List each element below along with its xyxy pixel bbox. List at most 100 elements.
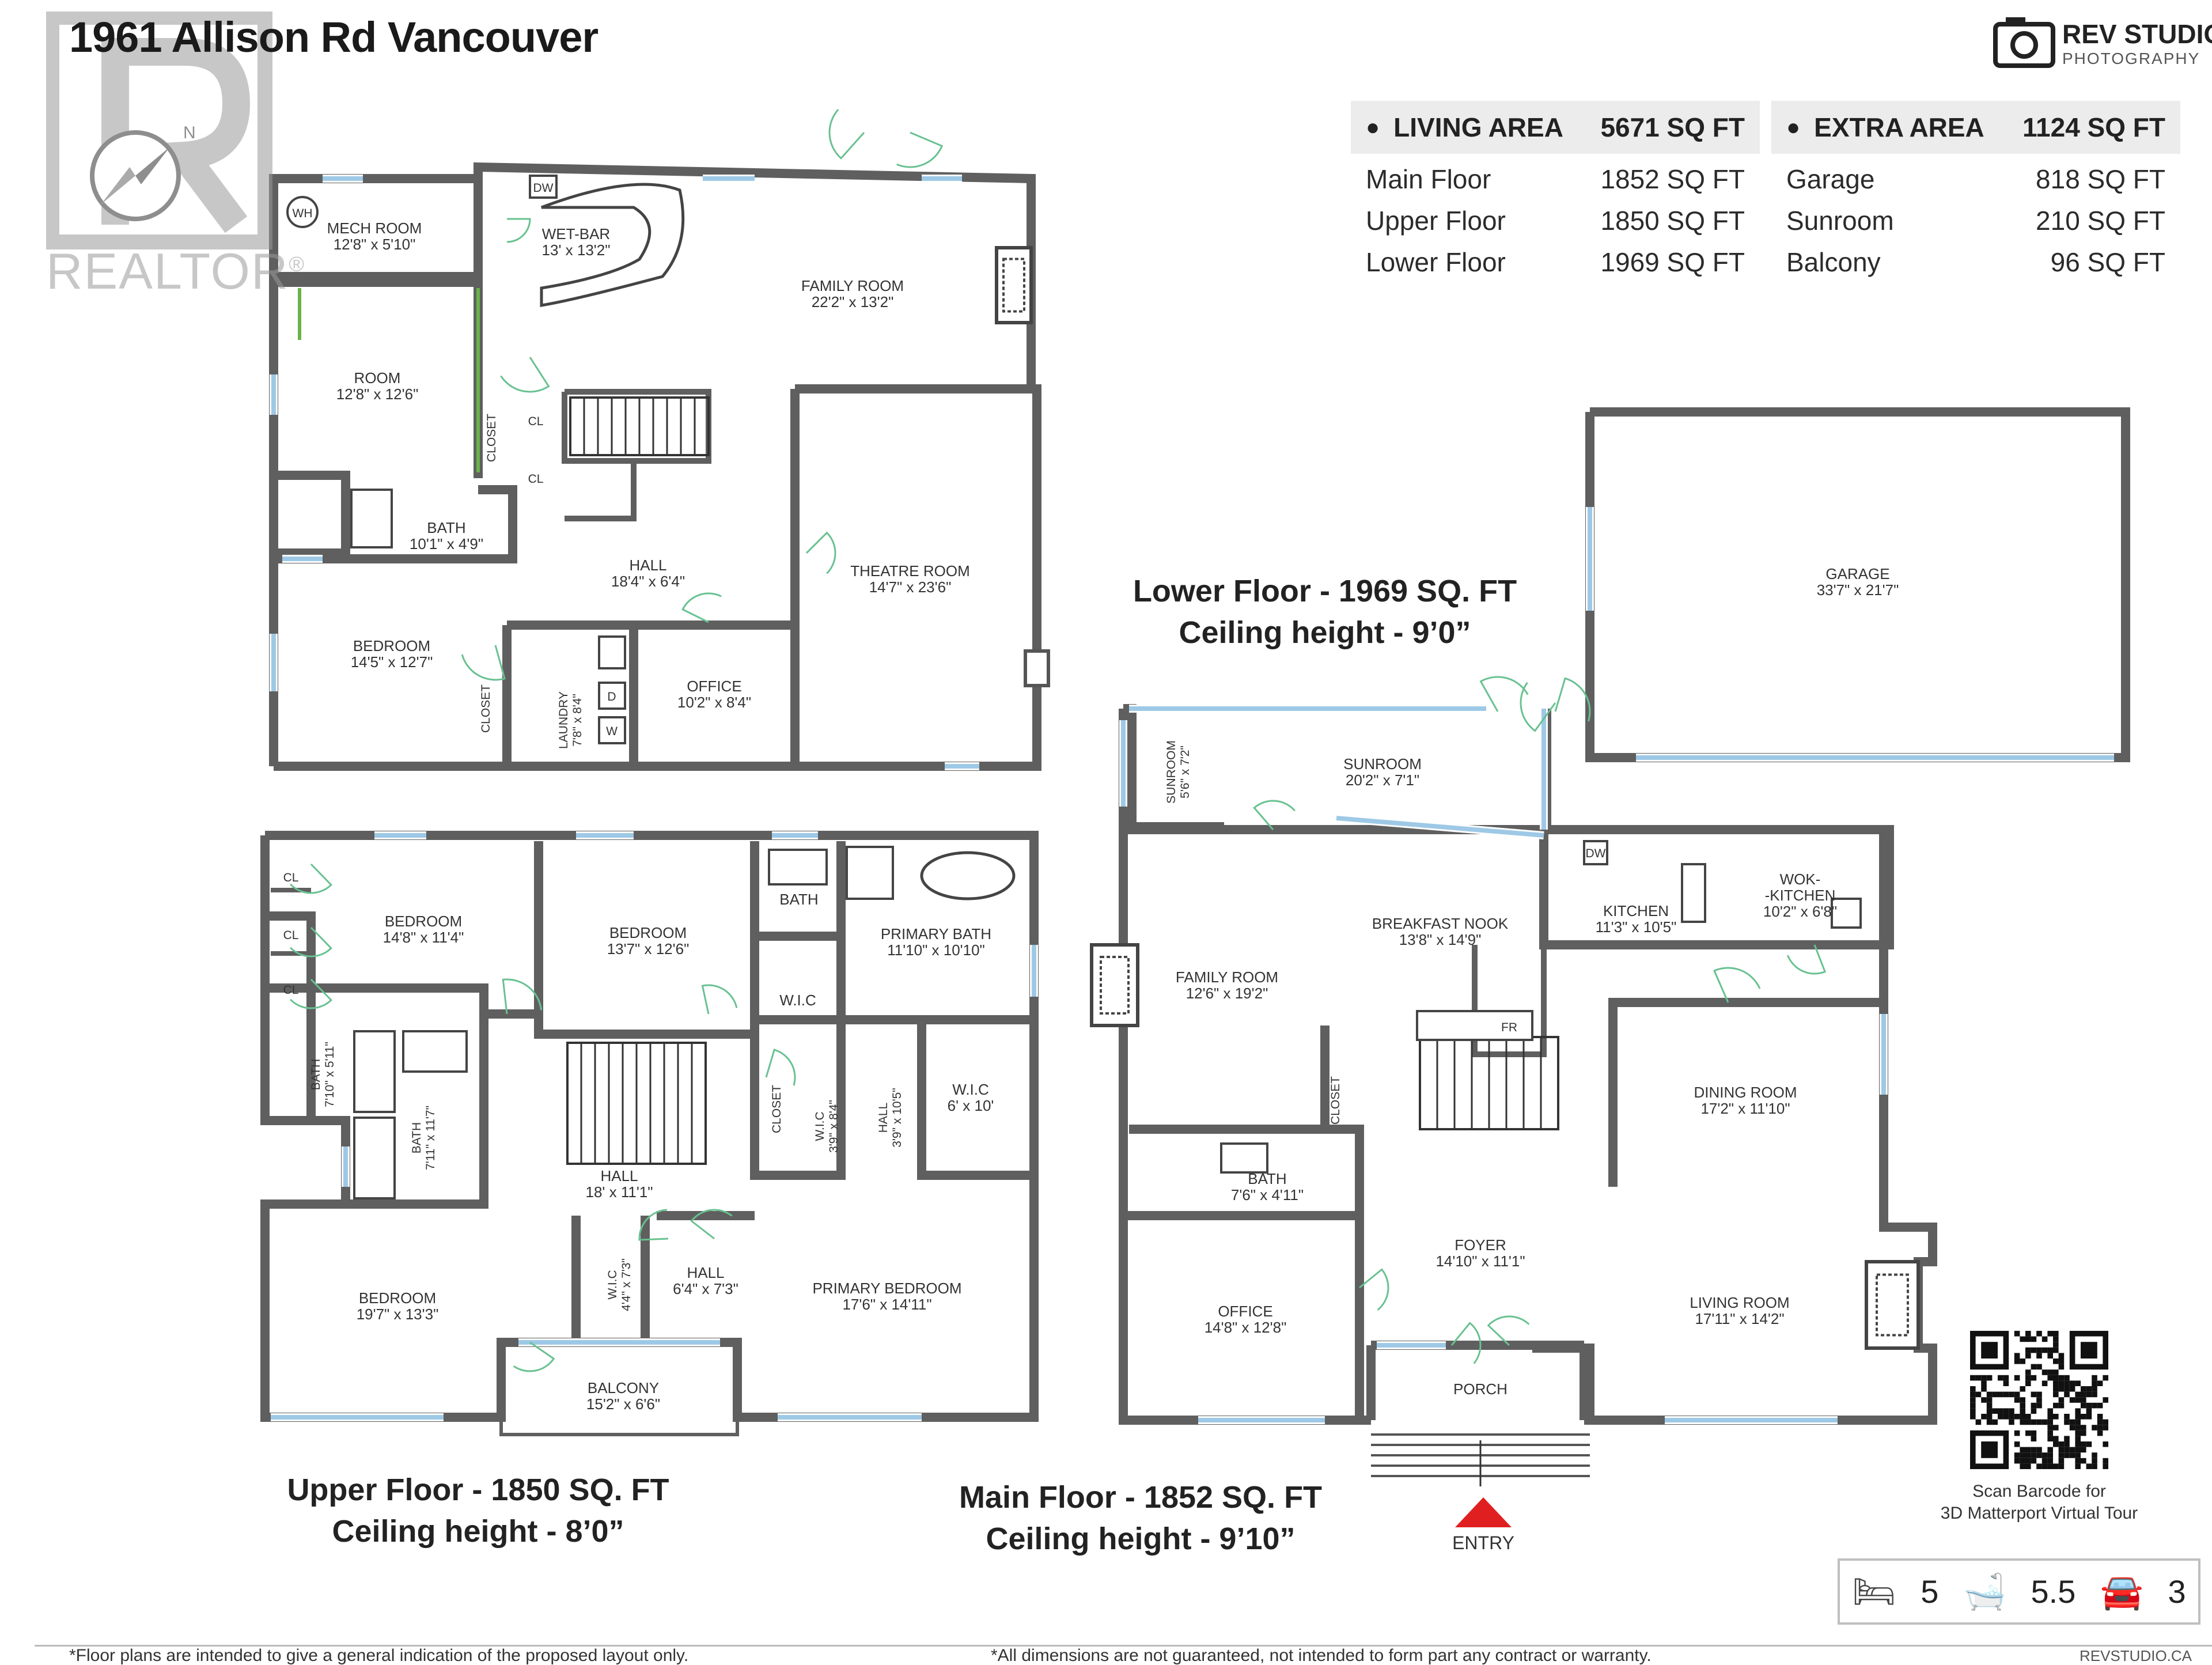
room-name: W.I.C bbox=[813, 1111, 827, 1141]
room-name: PORCH bbox=[1453, 1380, 1508, 1398]
qr-module bbox=[2058, 1447, 2065, 1453]
room-dimensions: 18' x 11'1" bbox=[586, 1183, 653, 1201]
qr-module bbox=[2075, 1463, 2081, 1469]
qr-module bbox=[1975, 1375, 1982, 1381]
upper-floor-caption: Upper Floor - 1850 SQ. FT Ceiling height… bbox=[287, 1473, 669, 1549]
room-dimensions: 10'2" x 8'4" bbox=[677, 694, 751, 711]
room-label: W.I.C bbox=[779, 992, 816, 1009]
room-dimensions: 20'2" x 7'1" bbox=[1346, 771, 1419, 789]
qr-module bbox=[2014, 1414, 2020, 1420]
qr-module bbox=[2053, 1342, 2059, 1348]
door-swing bbox=[638, 1209, 669, 1241]
chimney bbox=[1024, 649, 1050, 687]
qr-module bbox=[2097, 1430, 2103, 1436]
qr-caption: Scan Barcode for 3D Matterport Virtual T… bbox=[1940, 1482, 2138, 1523]
room-label-vertical: BATH7'11" x 11'7" bbox=[410, 1106, 437, 1170]
qr-module bbox=[2081, 1447, 2086, 1453]
qr-module bbox=[2014, 1458, 2020, 1464]
room-name: PRIMARY BATH bbox=[881, 925, 991, 943]
footer-divider bbox=[35, 1645, 2212, 1647]
room-name: FOYER bbox=[1455, 1236, 1506, 1254]
qr-module bbox=[2031, 1419, 2037, 1425]
room-dimensions: 13'8" x 14'9" bbox=[1399, 931, 1482, 948]
bathtub-icon: 🛁 bbox=[1963, 1572, 2006, 1611]
door-swing bbox=[290, 926, 332, 958]
qr-module bbox=[2075, 1452, 2081, 1458]
qr-module bbox=[1998, 1414, 2003, 1420]
room-dimensions: 11'10" x 10'10" bbox=[887, 941, 985, 959]
qr-module bbox=[1986, 1408, 1993, 1414]
door-swing bbox=[502, 978, 543, 1015]
qr-module bbox=[2003, 1380, 2009, 1386]
qr-module bbox=[2103, 1375, 2108, 1381]
qr-module bbox=[2047, 1463, 2053, 1469]
qr-module bbox=[2041, 1347, 2048, 1353]
room-dimensions: 10'2" x 6'8" bbox=[1763, 903, 1837, 920]
door-swing bbox=[506, 218, 531, 243]
qr-module bbox=[1970, 1375, 1976, 1381]
qr-module bbox=[1970, 1386, 1976, 1392]
qr-module bbox=[2047, 1458, 2053, 1464]
qr-module bbox=[1981, 1375, 1987, 1381]
door-swing bbox=[828, 109, 865, 160]
door-swing bbox=[1520, 682, 1556, 732]
qr-module bbox=[2092, 1380, 2097, 1386]
door-swing bbox=[701, 984, 738, 1015]
room-name: BATH bbox=[1248, 1170, 1286, 1187]
door-swing bbox=[690, 1209, 733, 1240]
room-name: BATH bbox=[410, 1122, 423, 1153]
window bbox=[1336, 816, 1475, 832]
qr-module bbox=[2075, 1436, 2081, 1441]
sink bbox=[598, 635, 626, 669]
room-name: LIVING ROOM bbox=[1690, 1294, 1789, 1311]
wall bbox=[274, 471, 350, 558]
room-dimensions: 7'8" x 8'4" bbox=[571, 694, 584, 747]
qr-module bbox=[1981, 1342, 1998, 1359]
qr-module bbox=[1986, 1402, 1993, 1409]
wall bbox=[269, 162, 1041, 771]
bathtub bbox=[353, 1117, 396, 1199]
qr-module bbox=[2047, 1436, 2053, 1441]
room-dimensions: 5'6" x 7'2" bbox=[1179, 746, 1192, 799]
qr-module bbox=[2014, 1353, 2020, 1359]
wall bbox=[265, 983, 488, 1209]
qr-module bbox=[2086, 1402, 2092, 1409]
qr-module bbox=[2014, 1430, 2020, 1436]
room-name: MECH ROOM bbox=[327, 220, 422, 237]
qr-module bbox=[2036, 1402, 2042, 1409]
qr-module bbox=[2081, 1441, 2086, 1447]
qr-code[interactable] bbox=[1970, 1331, 2108, 1469]
qr-module bbox=[2036, 1447, 2042, 1453]
room-name: PRIMARY BEDROOM bbox=[812, 1280, 961, 1297]
room-dimensions: 14'8" x 11'4" bbox=[383, 929, 464, 946]
qr-module bbox=[1981, 1414, 1987, 1420]
closet-label: CL bbox=[283, 983, 299, 997]
room-name: BALCONY bbox=[588, 1379, 659, 1397]
qr-module bbox=[2058, 1452, 2065, 1458]
qr-module bbox=[2069, 1397, 2075, 1403]
qr-module bbox=[2064, 1436, 2070, 1441]
qr-module bbox=[2020, 1463, 2025, 1469]
qr-module bbox=[2020, 1447, 2025, 1453]
qr-module bbox=[2041, 1452, 2048, 1458]
qr-module bbox=[2092, 1452, 2097, 1458]
svg-text:N: N bbox=[183, 123, 196, 142]
qr-module bbox=[2058, 1375, 2065, 1381]
qr-module bbox=[2075, 1408, 2081, 1414]
qr-module bbox=[2097, 1402, 2103, 1409]
room-name: BATH bbox=[309, 1059, 323, 1090]
room-name: OFFICE bbox=[1218, 1303, 1272, 1320]
qr-module bbox=[2097, 1380, 2103, 1386]
qr-module bbox=[2081, 1402, 2086, 1409]
qr-module bbox=[2092, 1425, 2097, 1431]
room-name: BEDROOM bbox=[609, 924, 687, 941]
qr-module bbox=[2097, 1414, 2103, 1420]
room-name: CLOSET bbox=[485, 414, 498, 462]
